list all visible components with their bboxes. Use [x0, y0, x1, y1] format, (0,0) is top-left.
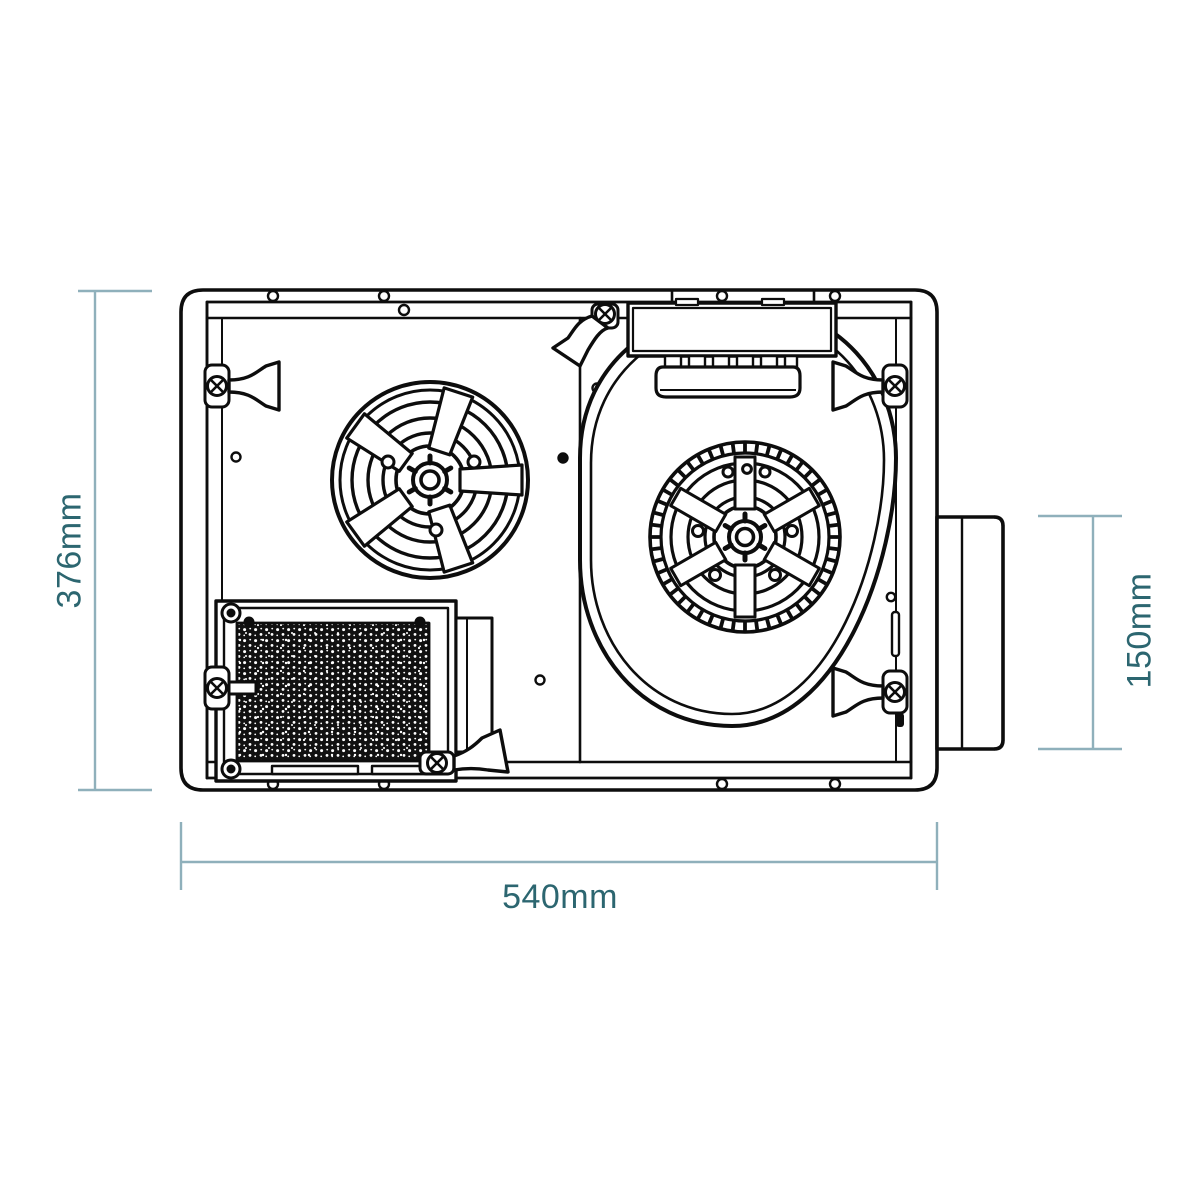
dimension-width-540	[179, 822, 939, 890]
dimension-label-duct-text: 150mm	[1120, 572, 1159, 688]
dimension-label-height: 376mm	[0, 440, 140, 660]
mounting-clip-bottom-centre	[418, 728, 510, 776]
mounting-clip-left-top	[203, 360, 281, 412]
blower-hub-star	[722, 511, 768, 563]
dimension-duct-150	[1038, 514, 1122, 751]
axial-fan-grille	[330, 380, 530, 580]
axial-fan-hub-star	[406, 453, 454, 507]
dimension-height-376	[78, 289, 152, 792]
terminal-junction-box	[626, 297, 838, 399]
blower-top-bosses	[721, 463, 772, 479]
axial-fan-spokes	[345, 386, 524, 574]
dimension-label-width: 540mm	[502, 878, 618, 916]
dimension-label-duct: 150mm	[1075, 530, 1200, 730]
chassis-fastener-holes	[230, 289, 897, 791]
mounting-clip-right-top	[831, 360, 909, 412]
blower-spokes	[669, 455, 821, 619]
mounting-clip-top-centre	[551, 302, 620, 368]
motor-barrel	[654, 365, 802, 399]
round-duct-spigot	[935, 515, 1005, 751]
dimension-lines-group	[78, 289, 1122, 890]
right-rail-details	[890, 610, 904, 727]
mounting-clip-right-bottom	[831, 666, 909, 718]
dimension-label-height-text: 376mm	[50, 492, 89, 608]
perforated-filter-panel	[214, 599, 494, 783]
spring-mounting-clips	[203, 302, 909, 776]
mounting-clip-left-bottom	[203, 665, 258, 711]
centrifugal-blower	[648, 440, 842, 634]
